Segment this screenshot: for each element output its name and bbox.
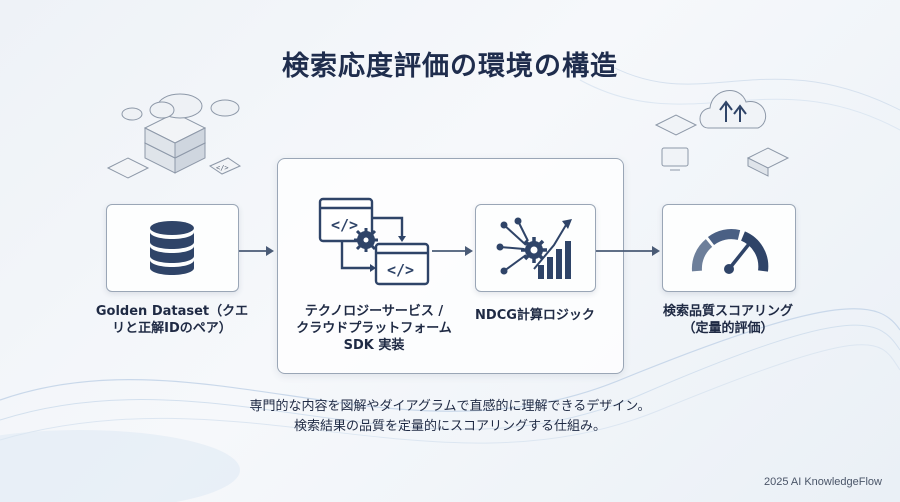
scoring-node (662, 204, 796, 292)
gear-network-chart-icon (496, 217, 572, 279)
svg-text:</>: </> (216, 164, 229, 172)
svg-text:</>: </> (331, 216, 358, 234)
server-cloud-illustration-icon: </> (106, 93, 242, 179)
database-icon (150, 221, 194, 275)
golden-dataset-label: Golden Dataset（クエ リと正解IDのペア） (95, 304, 249, 336)
svg-text:</>: </> (387, 261, 414, 279)
page-title: 検索応度評価の環境の構造 (282, 51, 618, 82)
code-window-gear-icon: </> </> (318, 197, 430, 286)
cloud-upload-illustration-icon (654, 90, 790, 177)
description: 専門的な内容を図解やダイアグラムで直感的に理解できるデザイン。 検索結果の品質を… (249, 399, 651, 434)
sdk-label: テクノロジーサービス / クラウドプラットフォーム SDK 実装 (296, 304, 452, 353)
golden-dataset-node (106, 204, 239, 292)
scoring-label: 検索品質スコアリング （定量的評価） (662, 304, 793, 336)
ndcg-node (475, 204, 596, 292)
ndcg-label: NDCG計算ロジック (475, 308, 595, 323)
footer-credit: 2025 AI KnowledgeFlow (763, 476, 882, 488)
gauge-icon (691, 229, 769, 274)
